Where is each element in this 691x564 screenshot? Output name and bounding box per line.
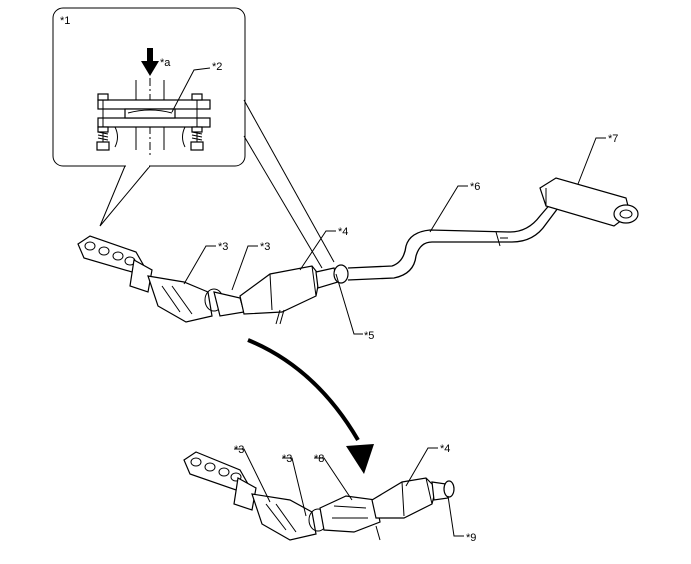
flange-joint-drawing — [96, 78, 211, 156]
label-gasket-5: *5 — [364, 330, 374, 342]
curved-arrow-icon — [247, 338, 374, 474]
label-gasket: *2 — [212, 61, 222, 73]
front-catalytic-section-lower — [251, 493, 328, 541]
leader-gasket — [171, 67, 211, 113]
label-bracket-left-bottom: *3 — [234, 444, 244, 456]
label-heat-insulator: *8 — [314, 453, 324, 465]
detail-box — [52, 7, 246, 167]
label-center-pipe: *6 — [470, 181, 480, 193]
leader-lines — [183, 137, 606, 537]
exhaust-assembly-installed — [77, 177, 639, 325]
callout-pointer-left — [99, 165, 151, 227]
label-bracket-right-bottom: *3 — [282, 453, 292, 465]
exhaust-manifold-lower — [183, 451, 257, 511]
label-converter-top: *4 — [338, 226, 348, 238]
label-detail-box: *1 — [60, 15, 70, 27]
label-bracket-right-top: *3 — [260, 241, 270, 253]
label-arrow-a: *a — [160, 57, 171, 69]
detail-callout — [52, 7, 335, 269]
center-exhaust-pipe — [347, 201, 559, 281]
label-bracket-left-top: *3 — [218, 241, 228, 253]
label-gasket-9: *9 — [466, 532, 476, 544]
gasket-ring-lower — [443, 480, 455, 498]
label-tail-muffler: *7 — [608, 133, 618, 145]
label-converter-bottom: *4 — [440, 443, 450, 455]
exhaust-assembly-removed — [183, 451, 455, 541]
callout-pointer-right-b — [243, 135, 323, 269]
tail-muffler — [539, 177, 639, 227]
heat-insulator — [319, 495, 381, 541]
catalytic-converter-upper — [239, 265, 339, 325]
down-arrow-icon — [141, 48, 159, 76]
callout-pointer-right-a — [243, 99, 335, 263]
exhaust-manifold-upper — [77, 235, 153, 293]
front-catalytic-section-upper — [147, 275, 245, 323]
catalytic-converter-lower — [371, 477, 449, 519]
